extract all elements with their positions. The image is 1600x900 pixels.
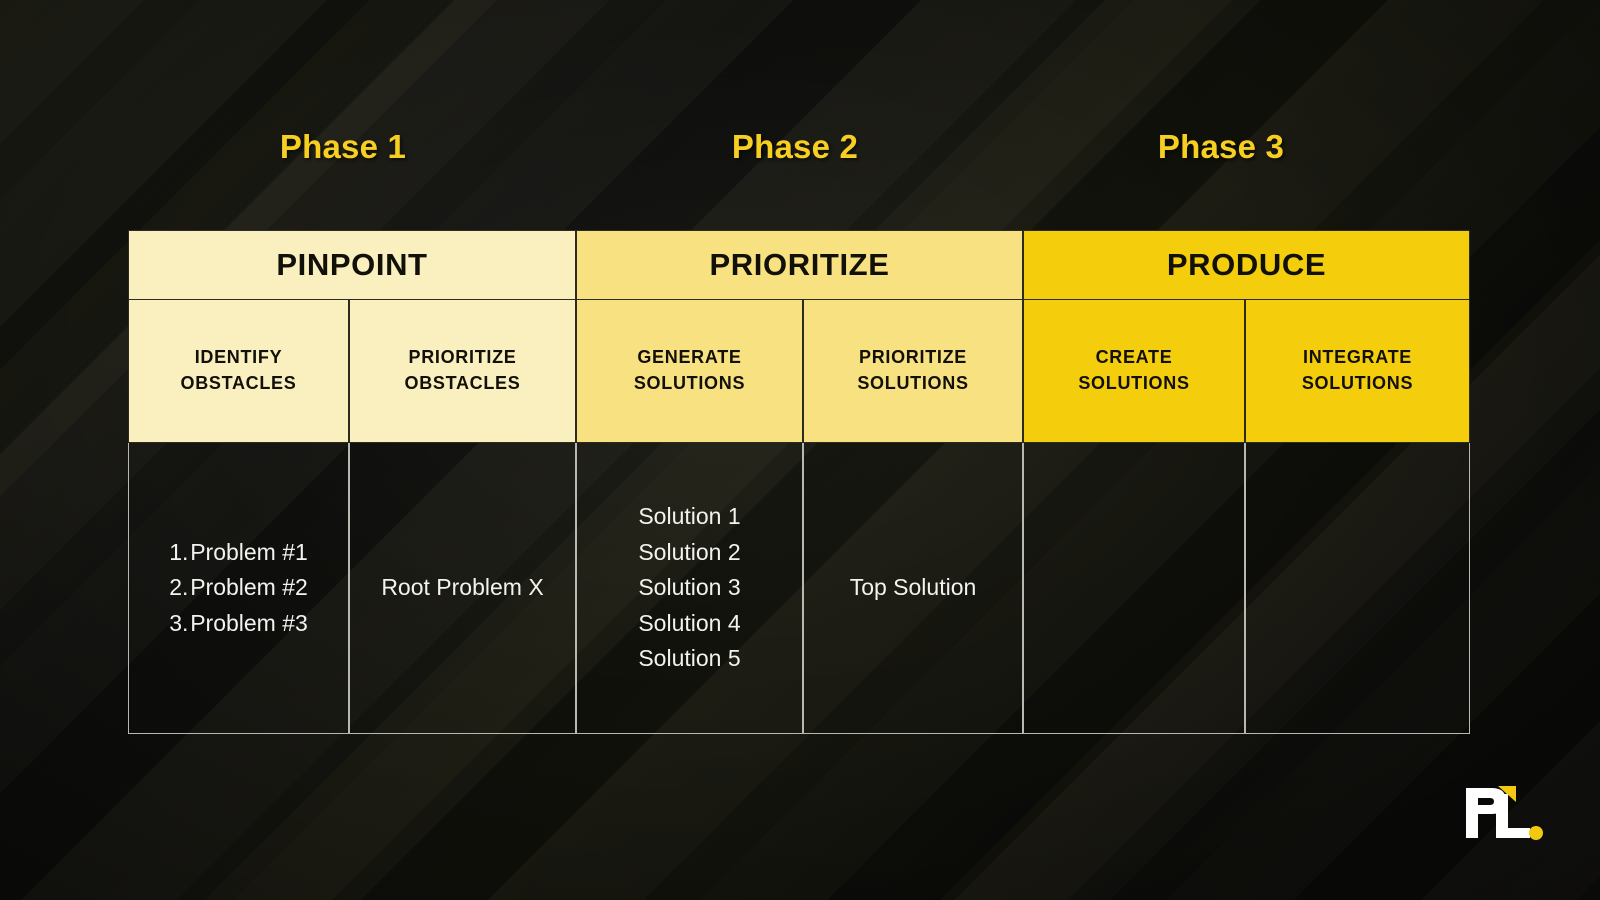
list-item-number: 1. (169, 538, 189, 565)
subheader-cell-integrate-solutions: INTEGRATE SOLUTIONS (1245, 300, 1470, 443)
top-solution-text: Top Solution (849, 574, 977, 601)
body-cell-generate-solutions: Solution 1 Solution 2 Solution 3 Solutio… (576, 443, 803, 734)
list-item: Solution 1 (638, 502, 741, 529)
subheader-line-2: OBSTACLES (180, 373, 297, 393)
phase-1-label: Phase 1 (279, 128, 407, 165)
body-cell-identify-obstacles: 1. Problem #1 2. Problem #2 3. Problem #… (128, 443, 349, 734)
subheader-line-2: SOLUTIONS (1078, 373, 1190, 393)
matrix-subheader-row: IDENTIFY OBSTACLES PRIORITIZE OBSTACLES … (128, 300, 1470, 443)
list-item: Solution 2 (638, 538, 741, 565)
subheader-line-1: INTEGRATE (1303, 347, 1412, 368)
pl-monogram-logo (1452, 772, 1548, 848)
body-cell-integrate-solutions (1245, 443, 1470, 734)
header-cell-pinpoint: PINPOINT (128, 230, 576, 300)
subheader-line-2: SOLUTIONS (857, 373, 969, 393)
subheader-line-2: SOLUTIONS (633, 373, 746, 393)
body-cell-prioritize-obstacles: Root Problem X (349, 443, 576, 734)
subheader-cell-identify-obstacles: IDENTIFY OBSTACLES (128, 300, 349, 443)
body-cell-prioritize-solutions: Top Solution (803, 443, 1023, 734)
list-item-number: 2. (169, 574, 189, 601)
logo-icon (1466, 786, 1543, 840)
list-item: 2. Problem #2 (169, 570, 308, 606)
body-cell-create-solutions (1023, 443, 1245, 734)
phase-3-label: Phase 3 (1157, 128, 1285, 165)
subheader-cell-prioritize-solutions: PRIORITIZE SOLUTIONS (803, 300, 1023, 443)
list-item: Solution 5 (638, 645, 741, 672)
header-cell-prioritize: PRIORITIZE (576, 230, 1023, 300)
list-item-number: 3. (169, 609, 189, 636)
subheader-line-1: CREATE (1095, 347, 1173, 368)
subheader-line-1: GENERATE (637, 347, 742, 368)
subheader-cell-create-solutions: CREATE SOLUTIONS (1023, 300, 1245, 443)
matrix-body-row: 1. Problem #1 2. Problem #2 3. Problem #… (128, 443, 1470, 734)
matrix-header-row: PINPOINT PRIORITIZE PRODUCE (128, 230, 1470, 300)
subheader-line-2: OBSTACLES (404, 373, 521, 393)
subheader-line-1: PRIORITIZE (858, 347, 967, 368)
problem-list: 1. Problem #1 2. Problem #2 3. Problem #… (169, 535, 308, 642)
list-item-label: Problem #2 (190, 574, 308, 601)
list-item: Solution 3 (638, 574, 741, 601)
subheader-cell-prioritize-obstacles: PRIORITIZE OBSTACLES (349, 300, 576, 443)
list-item: 1. Problem #1 (169, 535, 308, 571)
header-cell-produce: PRODUCE (1023, 230, 1470, 300)
subheader-line-1: PRIORITIZE (408, 347, 517, 368)
solution-list: Solution 1 Solution 2 Solution 3 Solutio… (638, 499, 740, 677)
subheader-line-2: SOLUTIONS (1301, 373, 1414, 393)
logo-letter-l (1496, 794, 1530, 838)
list-item: Solution 4 (638, 609, 741, 636)
subheader-line-1: IDENTIFY (194, 347, 283, 368)
phase-2-label: Phase 2 (731, 128, 859, 165)
root-problem-text: Root Problem X (381, 574, 544, 601)
logo-dot-accent (1529, 826, 1543, 840)
phase-matrix-table: PINPOINT PRIORITIZE PRODUCE IDENTIFY OBS… (128, 230, 1470, 734)
list-item: 3. Problem #3 (169, 606, 308, 642)
list-item-label: Problem #3 (190, 609, 308, 636)
list-item-label: Problem #1 (190, 538, 308, 565)
subheader-cell-generate-solutions: GENERATE SOLUTIONS (576, 300, 803, 443)
